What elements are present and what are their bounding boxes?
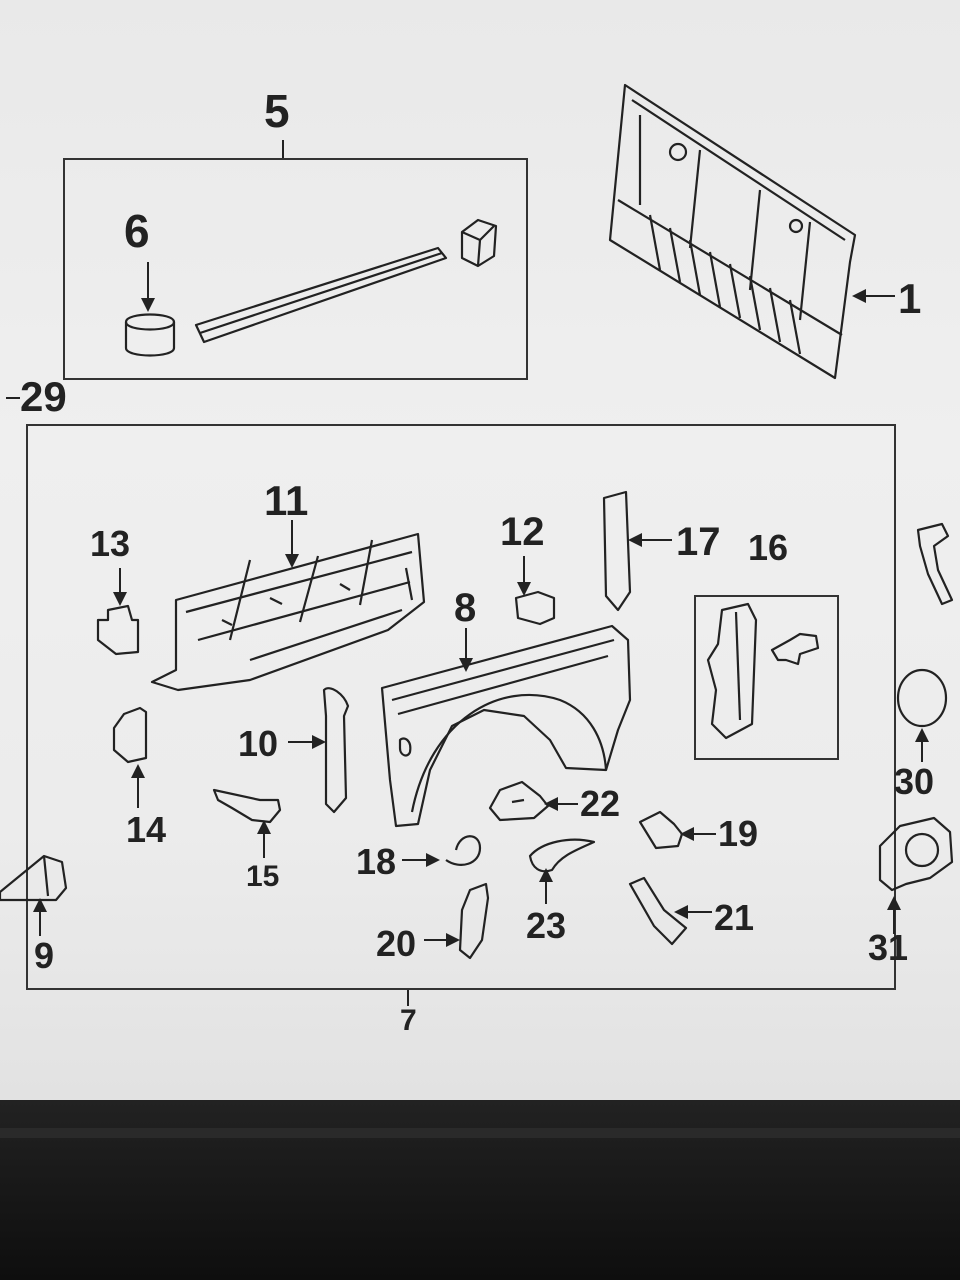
part-5-rail [194, 218, 498, 344]
part-20-bracket [458, 882, 490, 960]
callout-18: 18 [356, 841, 397, 882]
callout-14: 14 [126, 809, 167, 850]
part-29-rail [916, 522, 954, 606]
group-box-5 [63, 158, 528, 380]
part-16-brace [706, 602, 820, 740]
monitor-bezel [0, 1100, 960, 1280]
callout-15: 15 [246, 860, 280, 893]
callout-29: 29 [20, 373, 67, 420]
part-9-bracket [0, 854, 68, 902]
parts-diagram [0, 0, 960, 1100]
part-15-bracket [212, 788, 282, 824]
part-13-bracket [96, 604, 140, 656]
callout-5: 5 [264, 85, 290, 137]
part-18-hook [445, 835, 482, 866]
callout-6: 6 [124, 205, 150, 257]
part-6-cap [124, 313, 176, 357]
callout-20: 20 [376, 923, 417, 964]
callout-9: 9 [34, 935, 55, 976]
part-21-bracket [628, 876, 688, 946]
part-30-cap [896, 668, 948, 728]
part-22-clip [488, 780, 550, 822]
screen: 5 6 1 29 11 13 12 17 16 8 10 30 22 14 19… [0, 0, 960, 1100]
callout-17: 17 [676, 520, 721, 564]
part-31-bracket [878, 816, 954, 892]
callout-11: 11 [264, 477, 309, 524]
part-23-clip [528, 838, 596, 873]
callout-31: 31 [868, 927, 909, 968]
part-17-strip [602, 490, 632, 612]
callout-10: 10 [238, 723, 279, 764]
callout-23: 23 [526, 905, 567, 946]
callout-19: 19 [718, 813, 759, 854]
callout-12: 12 [500, 510, 545, 554]
callout-16: 16 [748, 527, 789, 568]
part-1-panel [608, 83, 857, 380]
callout-7: 7 [400, 1004, 417, 1037]
part-19-clip [638, 810, 684, 850]
callout-13: 13 [90, 523, 131, 564]
callout-1: 1 [898, 275, 922, 322]
callout-22: 22 [580, 783, 621, 824]
group-box-7 [26, 424, 896, 990]
part-8-side-panel [380, 624, 632, 828]
group-box-16 [694, 595, 839, 760]
part-10-strip [322, 687, 350, 814]
part-11-inner-panel [150, 532, 426, 692]
part-14-bracket [112, 706, 148, 764]
monitor-bezel-edge [0, 1128, 960, 1138]
callout-30: 30 [894, 761, 935, 802]
part-12-block [514, 590, 556, 626]
callout-21: 21 [714, 897, 755, 938]
callout-8: 8 [454, 586, 477, 630]
